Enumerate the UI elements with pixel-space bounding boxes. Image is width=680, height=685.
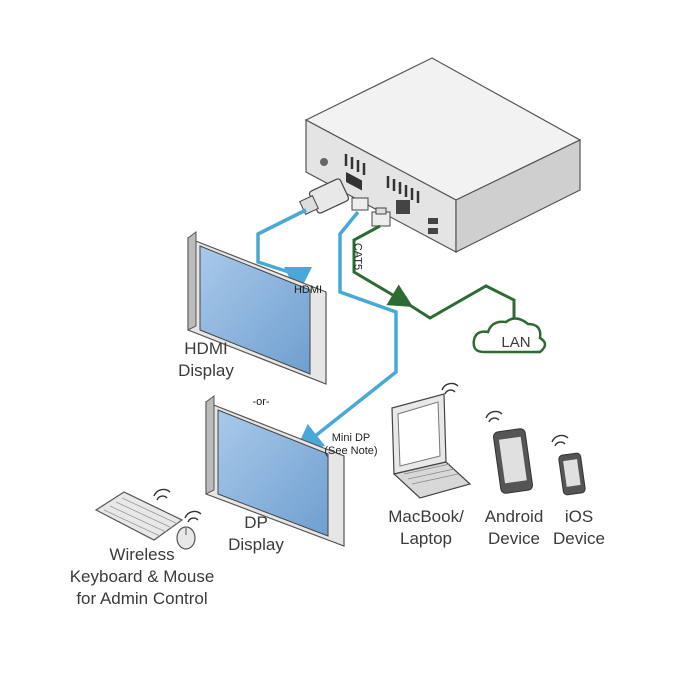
cat5-cable	[352, 224, 414, 308]
hdmi-cable-label: HDMI	[293, 284, 323, 296]
lan-label: LAN	[501, 334, 531, 351]
main-unit	[304, 57, 582, 253]
laptop-label: MacBook/ Laptop	[388, 507, 464, 548]
android-label: Android Device	[484, 507, 544, 548]
minidp-plug-icon	[351, 197, 369, 211]
hdmi-display-label: HDMI Display	[178, 339, 234, 380]
laptop-icon	[391, 393, 472, 499]
wireless-signal-icon	[153, 382, 569, 523]
or-label: -or-	[252, 396, 270, 408]
dp-display-label: DP Display	[228, 513, 284, 554]
rj45-plug-icon	[371, 207, 391, 227]
minidp-cable	[294, 210, 398, 453]
cat5-cable-label: CAT5	[351, 242, 364, 271]
mouse-icon	[176, 526, 196, 550]
hdmi-display	[187, 231, 327, 385]
cat5-cable-lan	[407, 284, 516, 330]
cloud-icon	[472, 317, 547, 354]
minidp-cable-label: Mini DP (See Note)	[324, 432, 378, 457]
keyboard-icon	[94, 491, 184, 541]
android-device-icon	[492, 428, 534, 494]
hdmi-cable	[256, 208, 312, 295]
ios-device-icon	[558, 452, 586, 496]
dp-display	[205, 395, 345, 547]
ios-label: iOS Device	[553, 507, 605, 548]
hdmi-plug-icon	[299, 178, 350, 215]
keyboard-mouse-label: Wireless Keyboard & Mouse for Admin Cont…	[69, 545, 215, 608]
